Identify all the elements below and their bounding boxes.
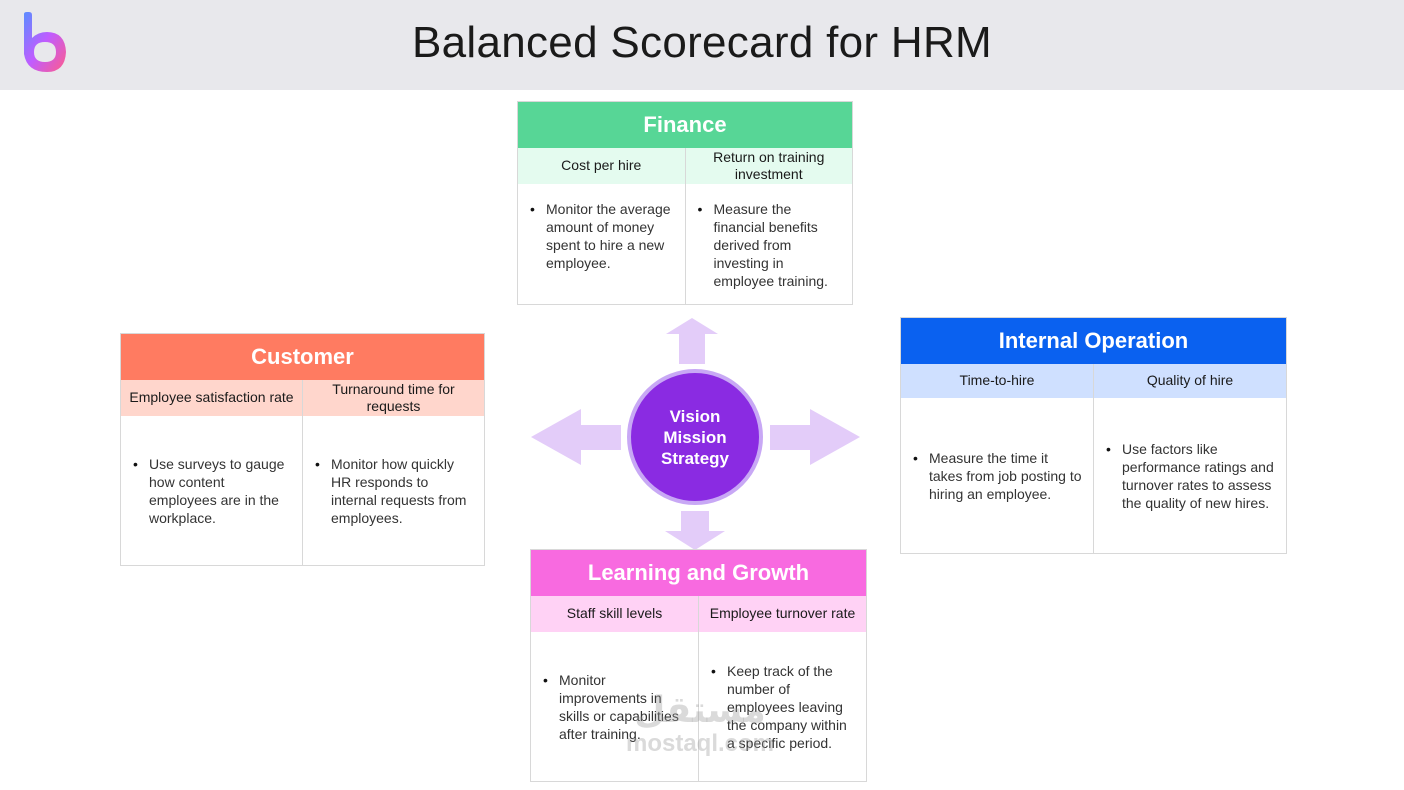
customer-text-1: Use surveys to gauge how content employe… (149, 455, 285, 526)
center-line-vision: Vision (669, 406, 721, 426)
learning-col-2: •Keep track of the number of employees l… (698, 632, 866, 781)
learning-subheader: Staff skill levels Employee turnover rat… (531, 596, 866, 632)
page-title: Balanced Scorecard for HRM (411, 18, 993, 67)
vision-mission-strategy-circle: Vision Mission Strategy (627, 369, 763, 505)
learning-text-1: Monitor improvements in skills or capabi… (559, 671, 679, 742)
finance-col-1: •Monitor the average amount of money spe… (518, 184, 685, 304)
learning-text-2: Keep track of the number of employees le… (727, 662, 847, 751)
arrow-up-icon (666, 318, 718, 364)
customer-text-2: Monitor how quickly HR responds to inter… (331, 455, 467, 526)
internal-heading-time-to-hire: Time-to-hire (959, 372, 1035, 389)
customer-heading-turnaround: Turnaround time for requests (302, 380, 484, 416)
header-bar: Balanced Scorecard for HRM (0, 0, 1404, 90)
brand-logo-icon (24, 12, 66, 72)
list-item: •Use factors like performance ratings an… (1104, 440, 1278, 512)
arrow-right-icon (770, 409, 860, 465)
customer-title: Customer (121, 334, 484, 380)
learning-heading-skill-levels: Staff skill levels (566, 605, 663, 622)
customer-body: •Use surveys to gauge how content employ… (121, 416, 484, 565)
internal-body: •Measure the time it takes from job post… (901, 398, 1286, 553)
learning-col-1: •Monitor improvements in skills or capab… (531, 632, 698, 781)
list-item: •Monitor how quickly HR responds to inte… (313, 455, 476, 527)
learning-title: Learning and Growth (531, 550, 866, 596)
finance-text-1: Monitor the average amount of money spen… (546, 201, 671, 271)
customer-col-2: •Monitor how quickly HR responds to inte… (302, 416, 484, 565)
internal-subheader: Time-to-hire Quality of hire (901, 364, 1286, 398)
finance-col-2: •Measure the financial benefits derived … (684, 184, 853, 304)
finance-heading-cost-per-hire: Cost per hire (561, 157, 642, 174)
list-item: •Use surveys to gauge how content employ… (131, 455, 294, 527)
list-item: •Measure the time it takes from job post… (911, 449, 1085, 503)
center-line-mission: Mission (663, 427, 727, 447)
internal-operation-card: Internal Operation Time-to-hire Quality … (900, 317, 1287, 554)
list-item: •Monitor improvements in skills or capab… (541, 671, 690, 743)
learning-body: •Monitor improvements in skills or capab… (531, 632, 866, 781)
finance-body: •Monitor the average amount of money spe… (518, 184, 852, 304)
internal-heading-quality-of-hire: Quality of hire (1093, 364, 1286, 398)
finance-card: Finance Cost per hire Return on training… (517, 101, 853, 305)
finance-subheader: Cost per hire Return on training investm… (518, 148, 852, 184)
list-item: •Monitor the average amount of money spe… (528, 200, 677, 272)
customer-card: Customer Employee satisfaction rate Turn… (120, 333, 485, 566)
internal-col-1: •Measure the time it takes from job post… (901, 398, 1093, 553)
customer-col-1: •Use surveys to gauge how content employ… (121, 416, 302, 565)
center-line-strategy: Strategy (660, 448, 730, 468)
finance-title: Finance (518, 102, 852, 148)
learning-growth-card: Learning and Growth Staff skill levels E… (530, 549, 867, 782)
finance-heading-return-on-training: Return on training investment (684, 148, 853, 184)
customer-heading-satisfaction: Employee satisfaction rate (129, 389, 294, 406)
learning-heading-turnover-rate: Employee turnover rate (698, 596, 866, 632)
internal-title: Internal Operation (901, 318, 1286, 364)
internal-text-1: Measure the time it takes from job posti… (929, 449, 1082, 502)
finance-text-2: Measure the financial benefits derived f… (713, 201, 828, 289)
arrow-left-icon (531, 409, 621, 465)
customer-subheader: Employee satisfaction rate Turnaround ti… (121, 380, 484, 416)
internal-text-2: Use factors like performance ratings and… (1122, 440, 1274, 511)
list-item: •Keep track of the number of employees l… (709, 662, 858, 752)
arrow-down-icon (665, 511, 725, 550)
internal-col-2: •Use factors like performance ratings an… (1093, 398, 1286, 553)
list-item: •Measure the financial benefits derived … (696, 200, 845, 290)
